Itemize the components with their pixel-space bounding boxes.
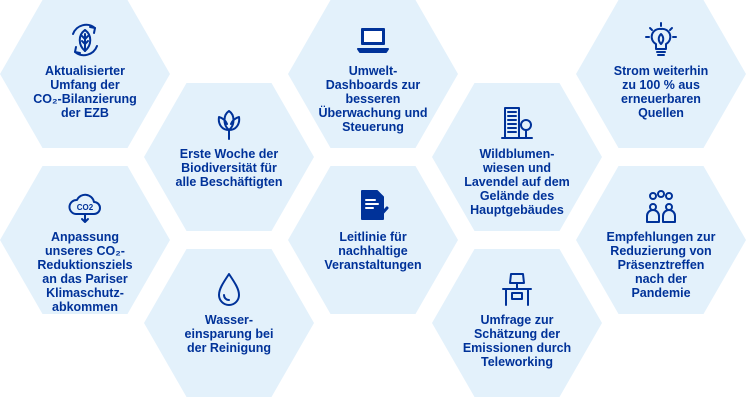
leaf-recycle-icon <box>65 20 105 60</box>
hex-label-water: Wasser- einsparung bei der Reinigung <box>184 313 274 355</box>
hex-label-wildflowers: Wildblumen- wiesen und Lavendel auf dem … <box>464 147 570 217</box>
hex-tile-teleworking: Umfrage zur Schätzung der Emissionen dur… <box>432 249 602 397</box>
water-drop-icon <box>209 269 249 309</box>
people-group-icon <box>641 186 681 226</box>
hex-label-teleworking: Umfrage zur Schätzung der Emissionen dur… <box>462 313 572 369</box>
hex-tile-events: Leitlinie für nachhaltige Veranstaltunge… <box>288 166 458 314</box>
hex-tile-water: Wasser- einsparung bei der Reinigung <box>144 249 314 397</box>
hex-tile-electricity: Strom weiterhin zu 100 % aus erneuerbare… <box>576 0 746 148</box>
light-bulb-icon <box>641 20 681 60</box>
hex-tile-wildflowers: Wildblumen- wiesen und Lavendel auf dem … <box>432 83 602 231</box>
hex-tile-biodiversity: Erste Woche der Biodiversität für alle B… <box>144 83 314 231</box>
hex-label-paris: Anpassung unseres CO₂- Reduktionsziels a… <box>37 230 133 314</box>
svg-text:CO2: CO2 <box>77 203 94 212</box>
hex-tile-dashboards: Umwelt- Dashboards zur besseren Überwach… <box>288 0 458 148</box>
hex-label-biodiversity: Erste Woche der Biodiversität für alle B… <box>175 147 283 189</box>
laptop-icon <box>353 20 393 60</box>
hex-tile-scope: Aktualisierter Umfang der CO₂-Bilanzieru… <box>0 0 170 148</box>
hex-label-electricity: Strom weiterhin zu 100 % aus erneuerbare… <box>613 64 709 120</box>
co2-cloud-icon: CO2 <box>65 186 105 226</box>
hex-label-scope: Aktualisierter Umfang der CO₂-Bilanzieru… <box>33 64 137 120</box>
hex-tile-paris: CO2 Anpassung unseres CO₂- Reduktionszie… <box>0 166 170 314</box>
hex-tile-meetings: Empfehlungen zur Reduzierung von Präsenz… <box>576 166 746 314</box>
document-checkmark-icon <box>353 186 393 226</box>
hex-label-events: Leitlinie für nachhaltige Veranstaltunge… <box>324 230 422 272</box>
desk-lamp-icon <box>497 269 537 309</box>
tulip-icon <box>209 103 249 143</box>
building-tree-icon <box>497 103 537 143</box>
hex-label-meetings: Empfehlungen zur Reduzierung von Präsenz… <box>606 230 716 300</box>
hex-label-dashboards: Umwelt- Dashboards zur besseren Überwach… <box>318 64 428 134</box>
